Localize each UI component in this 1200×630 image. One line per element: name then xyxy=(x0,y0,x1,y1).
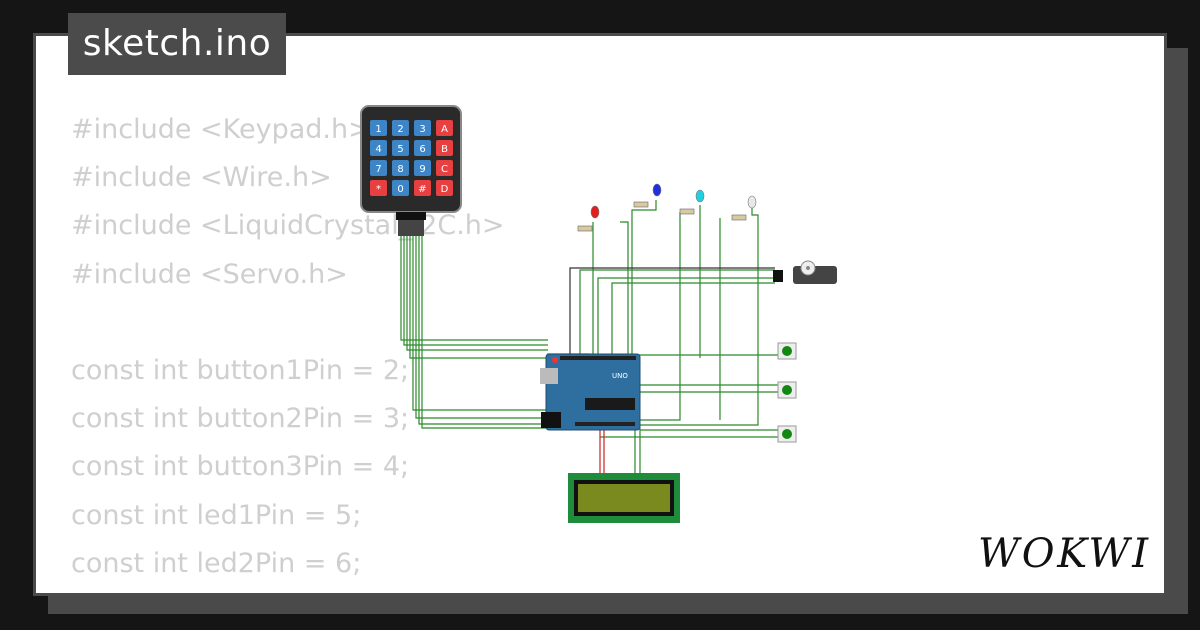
lcd-screen xyxy=(578,484,670,512)
header-pins-bottom xyxy=(575,422,635,426)
keypad-connector xyxy=(396,212,426,220)
resistors xyxy=(577,201,747,232)
keypad-key[interactable] xyxy=(392,160,409,176)
code-line: #include <LiquidCrystal_I2C.h> xyxy=(71,210,505,242)
led-4 xyxy=(747,195,757,209)
code-area: #include <Keypad.h> #include <Wire.h> #inc… xyxy=(33,33,1167,596)
keypad-key[interactable] xyxy=(392,180,409,196)
wires xyxy=(400,200,780,491)
keypad-key-label: 2 xyxy=(397,124,403,135)
keypad-key-label: 4 xyxy=(375,144,381,155)
keypad-key-label: 1 xyxy=(375,124,381,135)
keypad-key[interactable] xyxy=(370,140,387,156)
keypad-key-label: 6 xyxy=(419,144,425,155)
code-line: const int button2Pin = 3; xyxy=(71,403,410,435)
keypad-key-label: * xyxy=(376,184,381,195)
keypad-key-label: C xyxy=(441,164,448,175)
header-pins-top xyxy=(560,356,636,360)
push-button-2[interactable] xyxy=(782,385,792,395)
wokwi-logo: WOKWI xyxy=(978,531,1149,577)
arduino-uno-board[interactable]: UNO xyxy=(540,353,641,431)
reset-button[interactable] xyxy=(552,357,558,363)
keypad-key-label: D xyxy=(441,184,449,195)
keypad-key[interactable] xyxy=(392,120,409,136)
code-line: const int led1Pin = 5; xyxy=(71,499,362,531)
code-line: #include <Keypad.h> xyxy=(71,114,371,145)
code-line: #include <Servo.h> xyxy=(71,258,348,290)
keypad-key[interactable] xyxy=(436,160,453,176)
keypad-key-label: A xyxy=(441,124,448,135)
servo-motor[interactable] xyxy=(773,260,837,284)
keypad-key-label: 0 xyxy=(397,184,403,195)
keypad-key-label: 5 xyxy=(397,144,403,155)
keypad-key[interactable] xyxy=(370,120,387,136)
led-3 xyxy=(695,189,705,203)
keypad-key[interactable] xyxy=(414,180,431,196)
keypad-key-label: B xyxy=(441,144,448,155)
microcontroller-chip xyxy=(585,398,635,410)
keypad-key-label: 9 xyxy=(419,164,425,175)
power-jack xyxy=(541,412,561,428)
servo-connector xyxy=(773,270,783,282)
ground-wires xyxy=(569,267,775,360)
board-pcb xyxy=(545,353,641,431)
code-line: #include <Wire.h> xyxy=(71,162,332,194)
keypad-key[interactable] xyxy=(436,140,453,156)
keypad-pins xyxy=(398,220,424,236)
keypad-component[interactable]: 1 2 3 A 4 5 6 B 7 8 9 C * 0 # D xyxy=(360,105,462,236)
led-1 xyxy=(590,205,600,219)
code-line: const int button1Pin = 2; xyxy=(71,354,410,386)
keypad-key-label: 8 xyxy=(397,164,403,175)
push-button-1[interactable] xyxy=(782,346,792,356)
file-tab[interactable]: sketch.ino xyxy=(68,13,286,75)
leds xyxy=(590,183,757,219)
keypad-key[interactable] xyxy=(392,140,409,156)
keypad-key[interactable] xyxy=(414,160,431,176)
keypad-key-label: 3 xyxy=(419,124,425,135)
keypad-key[interactable] xyxy=(436,180,453,196)
keypad-key-label: 7 xyxy=(375,164,381,175)
push-buttons[interactable] xyxy=(777,342,797,443)
led-2 xyxy=(652,183,662,197)
keypad-key[interactable] xyxy=(414,140,431,156)
keypad-key[interactable] xyxy=(370,160,387,176)
keypad-key[interactable] xyxy=(414,120,431,136)
logo-text: WOKWI xyxy=(978,531,1149,577)
servo-hub xyxy=(806,266,810,270)
code-line: const int button3Pin = 4; xyxy=(71,451,410,483)
keypad-key[interactable] xyxy=(436,120,453,136)
board-label: UNO xyxy=(612,372,628,380)
code-editor: #include <Keypad.h> #include <Wire.h> #inc… xyxy=(71,106,505,593)
keypad-key[interactable] xyxy=(370,180,387,196)
usb-port xyxy=(540,368,558,384)
lcd-display xyxy=(568,473,680,523)
push-button-3[interactable] xyxy=(782,429,792,439)
code-line: const int led2Pin = 6; xyxy=(71,547,362,579)
keypad-key-label: # xyxy=(418,184,426,195)
